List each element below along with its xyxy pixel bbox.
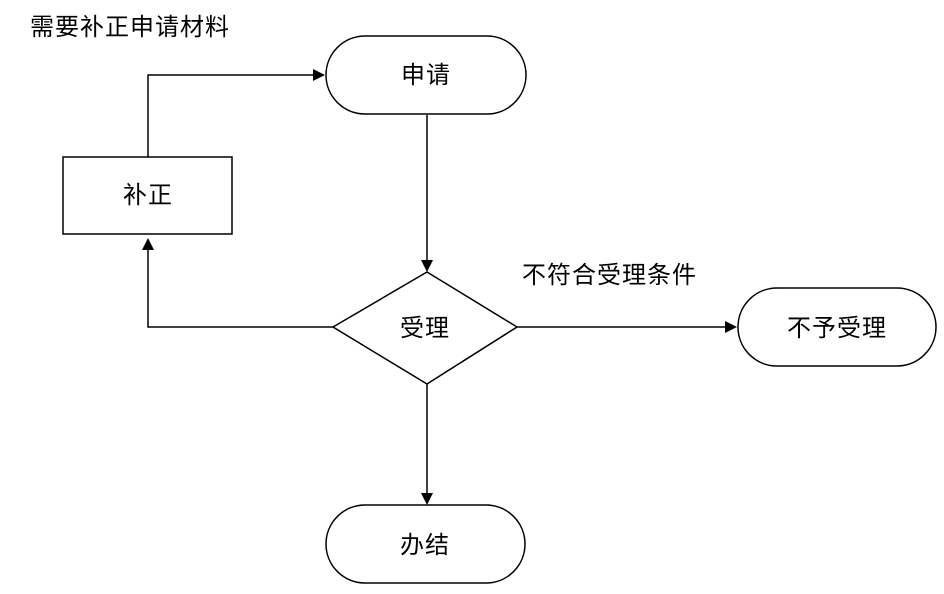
node-supplement bbox=[62, 156, 233, 235]
node-accept bbox=[331, 271, 519, 385]
edge-accept-to-supplement bbox=[142, 238, 333, 328]
node-complete-label: 办结 bbox=[400, 531, 450, 559]
node-supplement-label: 补正 bbox=[123, 181, 173, 209]
node-apply bbox=[325, 35, 527, 115]
node-accept-label: 受理 bbox=[400, 314, 450, 342]
edge-label-not-eligible: 不符合受理条件 bbox=[522, 261, 697, 289]
edge-label-need-supplement: 需要补正申请材料 bbox=[30, 13, 230, 41]
node-reject bbox=[737, 287, 937, 367]
node-complete bbox=[325, 504, 526, 584]
edge-supplement-to-apply bbox=[147, 69, 325, 157]
node-reject-label: 不予受理 bbox=[787, 314, 887, 342]
node-apply-label: 申请 bbox=[401, 61, 451, 89]
